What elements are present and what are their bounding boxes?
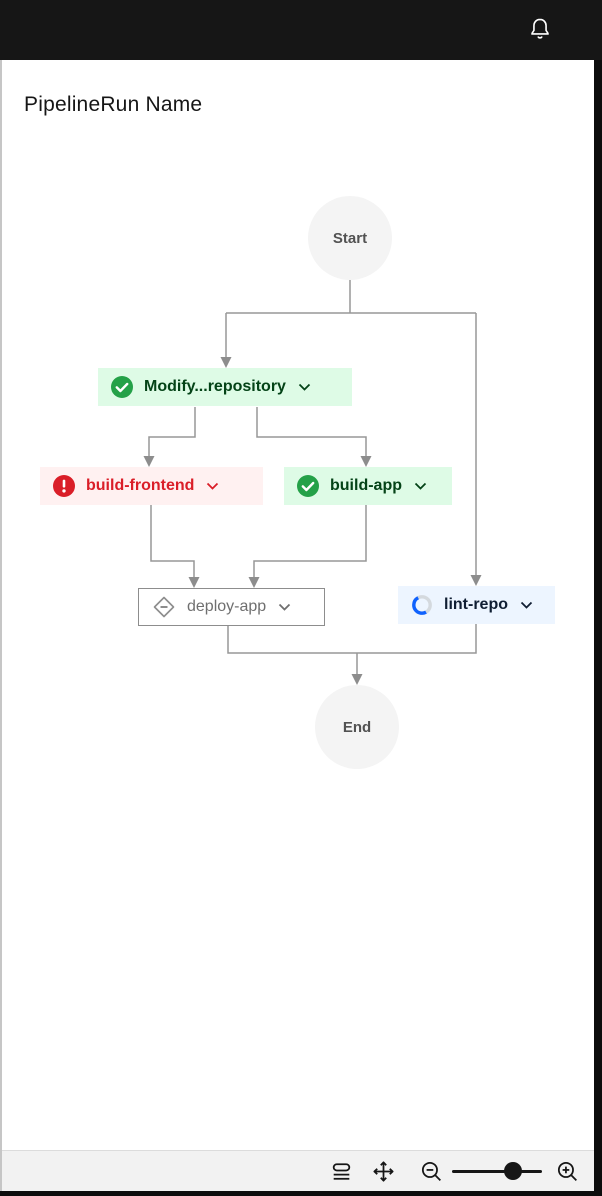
diamond-minus-icon <box>151 594 177 620</box>
chevron-down-icon <box>298 383 311 392</box>
zoom-out-icon <box>419 1159 444 1184</box>
diagram-control-bar <box>2 1150 594 1191</box>
zoom-slider-handle[interactable] <box>504 1162 522 1180</box>
task-node-label: build-frontend <box>86 477 195 494</box>
task-node-modify-repository[interactable]: Modify...repository <box>98 368 352 406</box>
zoom-in-icon <box>555 1159 580 1184</box>
bottom-frame-border <box>0 1191 602 1196</box>
checkmark-filled-icon <box>296 474 320 498</box>
error-filled-icon <box>52 474 76 498</box>
left-frame-border <box>0 60 2 1191</box>
chevron-down-icon <box>520 601 533 610</box>
right-frame-border <box>594 60 602 1196</box>
chevron-down-icon <box>206 482 219 491</box>
top-header-bar <box>0 0 602 60</box>
chevron-down-icon <box>414 482 427 491</box>
move-icon <box>371 1159 396 1184</box>
task-node-label: deploy-app <box>187 598 267 615</box>
bell-icon <box>527 16 555 42</box>
legend-button[interactable] <box>329 1159 354 1184</box>
page-title: PipelineRun Name <box>24 93 203 116</box>
pan-button[interactable] <box>371 1159 396 1184</box>
start-node: Start <box>308 196 392 280</box>
zoom-slider-track[interactable] <box>452 1170 542 1173</box>
zoom-in-button[interactable] <box>555 1159 580 1184</box>
end-node-label: End <box>342 718 372 736</box>
zoom-out-button[interactable] <box>419 1159 444 1184</box>
task-node-lint-repo[interactable]: lint-repo <box>398 586 555 624</box>
task-node-label: build-app <box>330 477 402 494</box>
start-node-label: Start <box>332 229 368 247</box>
spinner-icon <box>410 593 434 617</box>
task-node-build-app[interactable]: build-app <box>284 467 452 505</box>
chevron-down-icon <box>278 603 291 612</box>
notifications-button[interactable] <box>527 15 555 43</box>
task-node-label: lint-repo <box>444 596 508 613</box>
task-node-deploy-app[interactable]: deploy-app <box>138 588 325 626</box>
legend-icon <box>329 1159 354 1184</box>
task-node-label: Modify...repository <box>144 378 286 395</box>
zoom-slider[interactable] <box>452 1159 542 1184</box>
checkmark-filled-icon <box>110 375 134 399</box>
end-node: End <box>315 685 399 769</box>
task-node-build-frontend[interactable]: build-frontend <box>40 467 263 505</box>
